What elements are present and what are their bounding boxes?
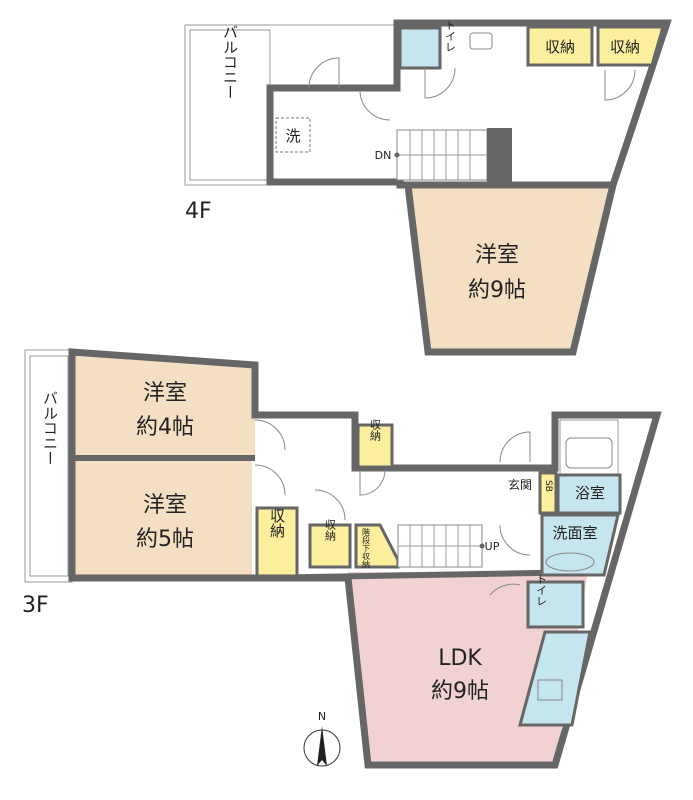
under-stairs-label: 階段下収納 <box>362 527 371 569</box>
washroom <box>540 513 620 577</box>
toilet-4f <box>398 26 442 70</box>
toilet-3f-label: トイレ <box>535 574 548 607</box>
room-5jo-size: 約5帖 <box>136 527 194 552</box>
balcony-3f-label: バルコニー <box>41 391 59 466</box>
stairs-up-label: UP <box>485 540 500 553</box>
entrance-label: 玄関 <box>508 477 532 492</box>
door-swings <box>308 57 636 121</box>
floor-3-label: 3F <box>22 593 49 618</box>
storage-4f-2 <box>596 25 665 67</box>
room-4f-size: 約9帖 <box>468 278 526 303</box>
shoe-box <box>538 471 558 515</box>
storage-4f-2-label: 収納 <box>610 38 640 56</box>
compass-icon: N <box>303 710 341 767</box>
storage-4f-1-label: 収納 <box>545 38 575 56</box>
bathroom <box>556 473 622 515</box>
storage-3f-a-label: 収納 <box>268 508 286 539</box>
storage-3f-c-label: 収納 <box>369 419 382 442</box>
toilet-3f <box>526 580 585 629</box>
door-swings <box>254 419 531 596</box>
compass-north-label: N <box>318 710 326 723</box>
bathtub-icon <box>565 437 613 469</box>
washbasin-icon <box>545 552 595 572</box>
storage-3f-a <box>255 506 299 578</box>
washroom-label: 洗面室 <box>552 524 597 542</box>
floor-4-label: 4F <box>185 199 212 224</box>
ldk-name: LDK <box>438 646 482 671</box>
sink-icon <box>469 32 493 50</box>
staircase-3f <box>397 524 485 568</box>
stairs-dn-label: DN <box>375 149 392 162</box>
western-room-5jo <box>72 460 252 578</box>
room-4jo-name: 洋室 <box>143 381 187 406</box>
room-4jo-size: 約4帖 <box>136 415 194 440</box>
storage-3f-b <box>308 523 352 569</box>
floor-3: バルコニー 収納 収納 収納 階段下収納 UP 玄関 SB 浴室 洗面室 トイレ <box>22 348 662 769</box>
washer-label: 洗 <box>285 127 300 145</box>
shoe-box-label: SB <box>543 480 553 492</box>
ldk-size: 約9帖 <box>431 679 489 704</box>
room-4f-name: 洋室 <box>475 243 519 268</box>
toilet-4f-label: トイレ <box>444 20 457 53</box>
storage-3f-c <box>356 423 394 469</box>
kitchen-counter <box>518 630 592 727</box>
bathroom-label: 浴室 <box>575 484 605 502</box>
storage-4f-1 <box>526 25 594 67</box>
kitchen-sink-icon <box>537 679 563 701</box>
floor-4: バルコニー トイレ 収納 収納 洗 DN 洋室 約9帖 4F <box>184 19 672 356</box>
room-5jo-name: 洋室 <box>143 493 187 518</box>
washer-space-icon <box>275 117 311 153</box>
balcony-4f-label: バルコニー <box>221 25 239 100</box>
staircase-4f <box>394 128 512 182</box>
western-room-4f <box>408 185 613 352</box>
western-room-4jo <box>72 352 255 458</box>
storage-3f-b-label: 収納 <box>324 519 337 542</box>
